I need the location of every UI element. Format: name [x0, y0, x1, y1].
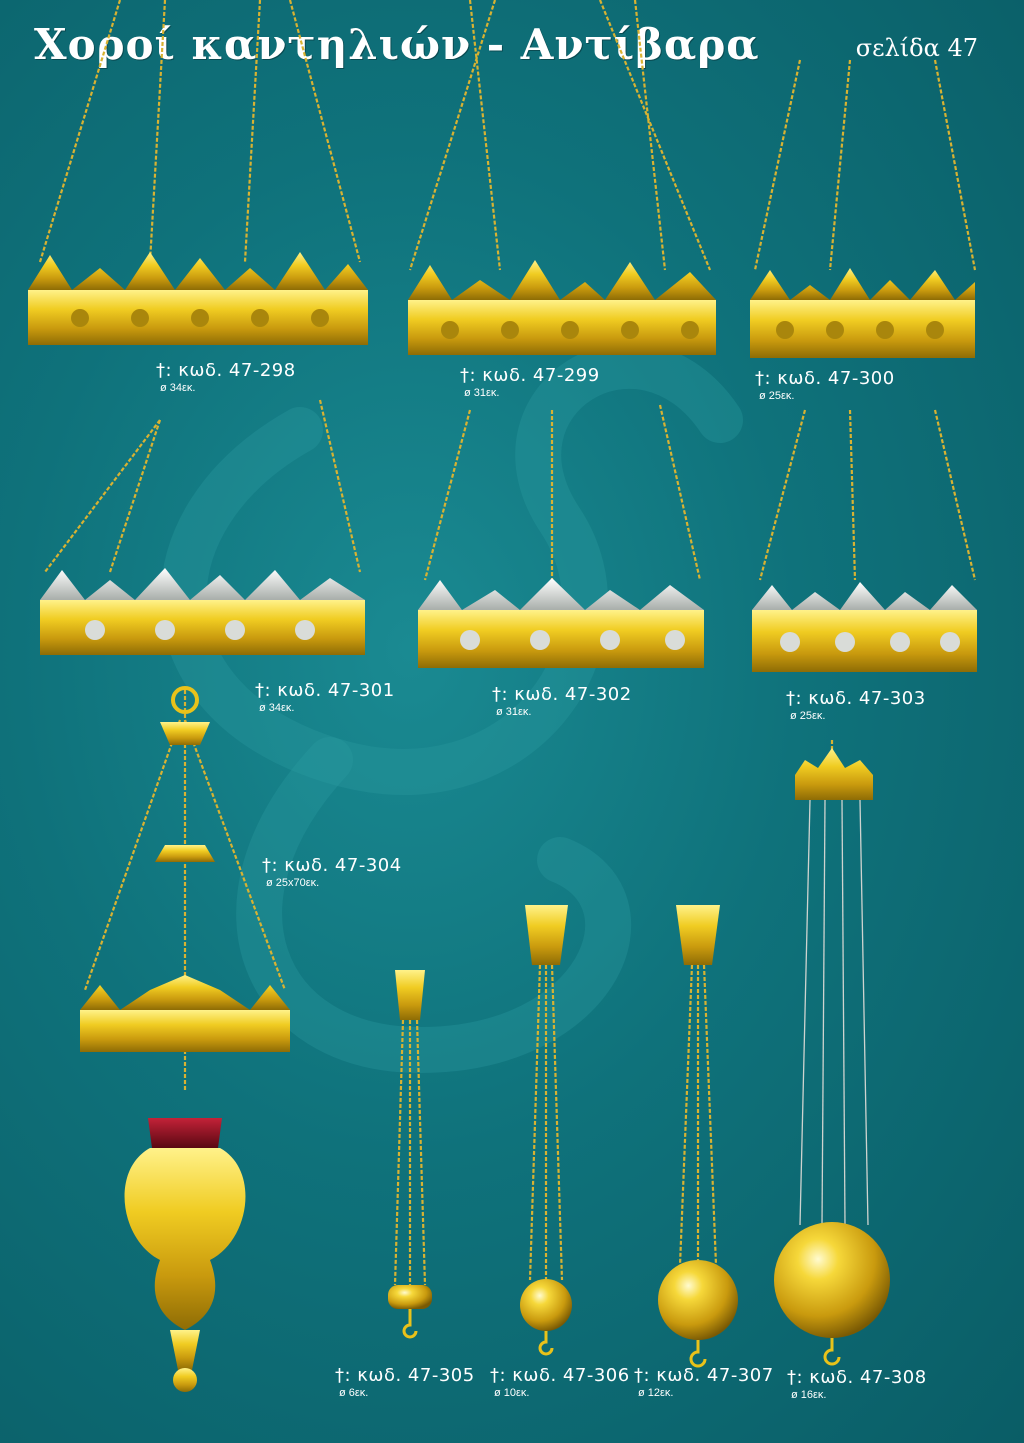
- product-label-47-303: †: κωδ. 47-303 ø 25εκ.: [786, 688, 926, 722]
- product-code: †: κωδ. 47-298: [156, 360, 296, 381]
- page-title: Χοροί καντηλιών - Αντίβαρα: [34, 20, 760, 69]
- product-code: †: κωδ. 47-299: [460, 365, 600, 386]
- product-label-47-306: †: κωδ. 47-306 ø 10εκ.: [490, 1365, 630, 1399]
- product-code: †: κωδ. 47-308: [787, 1367, 927, 1388]
- page-number: σελίδα 47: [856, 34, 978, 62]
- product-dimension: ø 12εκ.: [638, 1387, 674, 1399]
- product-code: †: κωδ. 47-300: [755, 368, 895, 389]
- product-dimension: ø 6εκ.: [339, 1387, 369, 1399]
- product-label-47-300: †: κωδ. 47-300 ø 25εκ.: [755, 368, 895, 402]
- page-number-value: 47: [947, 34, 978, 62]
- product-code: †: κωδ. 47-306: [490, 1365, 630, 1386]
- product-dimension: ø 10εκ.: [494, 1387, 530, 1399]
- product-code: †: κωδ. 47-304: [262, 855, 402, 876]
- product-dimension: ø 16εκ.: [791, 1389, 827, 1401]
- product-dimension: ø 25εκ.: [759, 390, 795, 402]
- product-label-47-308: †: κωδ. 47-308 ø 16εκ.: [787, 1367, 927, 1401]
- product-label-47-305: †: κωδ. 47-305 ø 6εκ.: [335, 1365, 475, 1399]
- product-dimension: ø 34εκ.: [160, 382, 196, 394]
- product-label-47-302: †: κωδ. 47-302 ø 31εκ.: [492, 684, 632, 718]
- product-code: †: κωδ. 47-301: [255, 680, 395, 701]
- product-dimension: ø 34εκ.: [259, 702, 295, 714]
- product-label-47-304: †: κωδ. 47-304 ø 25x70εκ.: [262, 855, 402, 889]
- product-label-47-307: †: κωδ. 47-307 ø 12εκ.: [634, 1365, 774, 1399]
- product-code: †: κωδ. 47-303: [786, 688, 926, 709]
- product-code: †: κωδ. 47-307: [634, 1365, 774, 1386]
- product-label-47-299: †: κωδ. 47-299 ø 31εκ.: [460, 365, 600, 399]
- product-dimension: ø 31εκ.: [496, 706, 532, 718]
- product-dimension: ø 25εκ.: [790, 710, 826, 722]
- product-dimension: ø 25x70εκ.: [266, 877, 320, 889]
- product-label-47-301: †: κωδ. 47-301 ø 34εκ.: [255, 680, 395, 714]
- product-label-47-298: †: κωδ. 47-298 ø 34εκ.: [156, 360, 296, 394]
- product-code: †: κωδ. 47-302: [492, 684, 632, 705]
- product-dimension: ø 31εκ.: [464, 387, 500, 399]
- product-code: †: κωδ. 47-305: [335, 1365, 475, 1386]
- page-label: σελίδα: [855, 34, 940, 62]
